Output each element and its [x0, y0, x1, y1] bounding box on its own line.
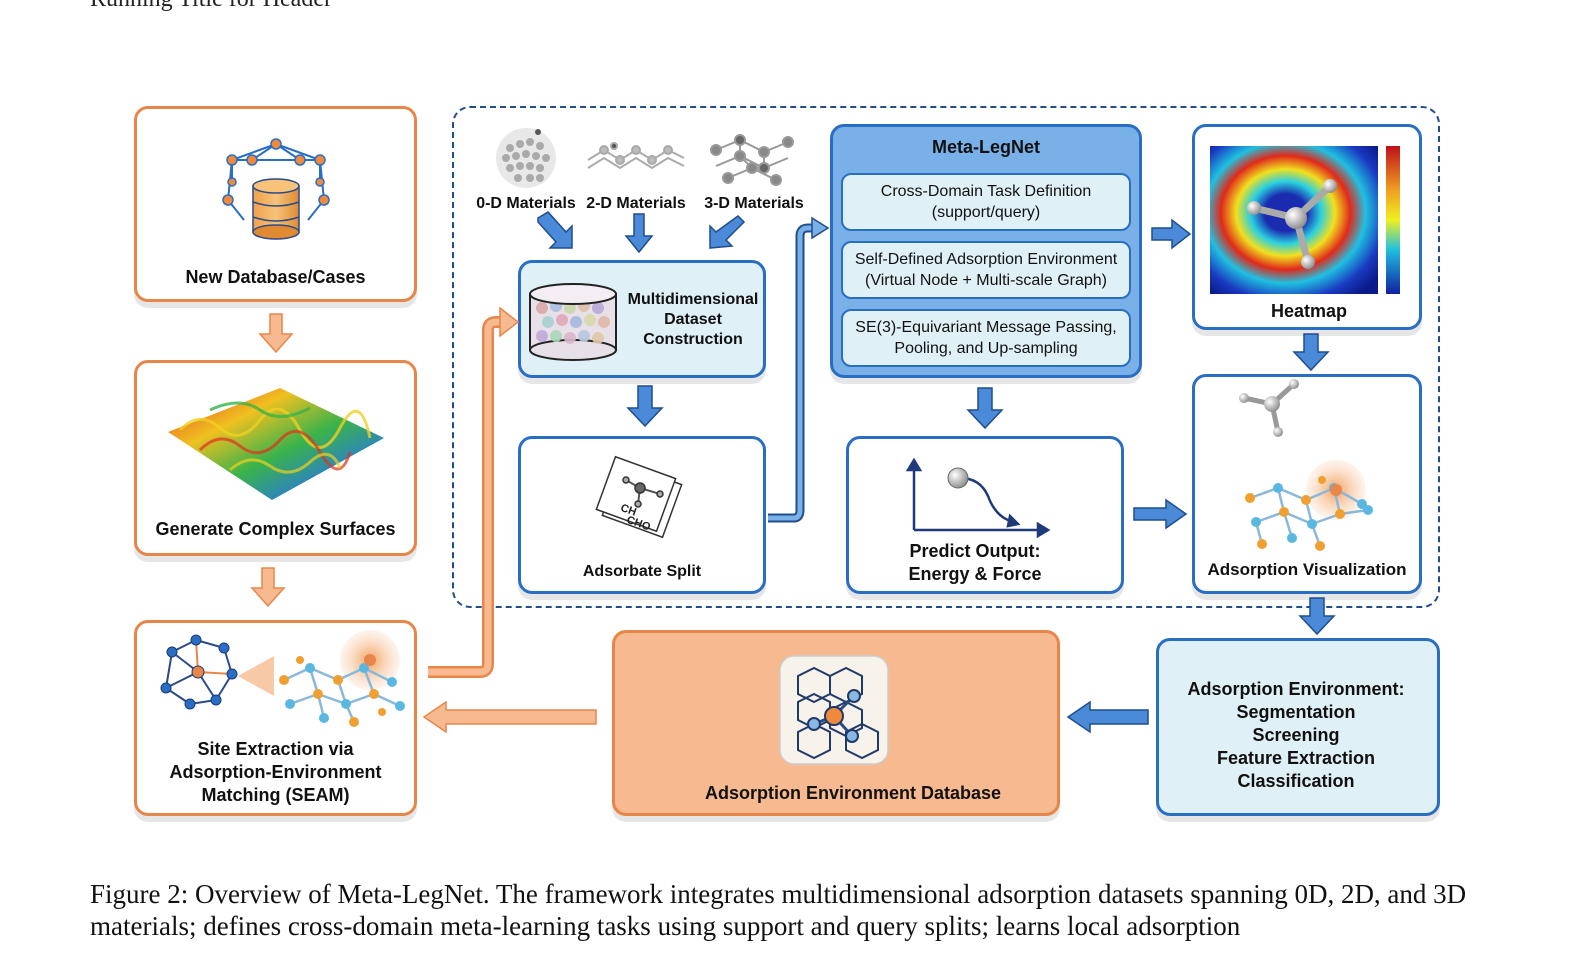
environment-line-2: Segmentation: [1236, 702, 1356, 722]
task-definition-line-1: Cross-Domain Task Definition: [880, 183, 1092, 200]
adsorbate-split-label: Adsorbate Split: [582, 563, 702, 580]
running-title: Running Title for Header: [90, 0, 332, 13]
arrow-predict-to-visualization: [1133, 498, 1188, 530]
connector-split-to-meta: [768, 223, 814, 523]
environment-line-3: Screening: [1252, 725, 1340, 745]
adsorption-environment-definition-box: Self-Defined Adsorption Environment (Vir…: [841, 241, 1131, 299]
task-definition-line-2: (support/query): [931, 204, 1041, 221]
figure-caption: Figure 2: Overview of Meta-LegNet. The f…: [90, 879, 1467, 941]
environment-definition-line-1: Self-Defined Adsorption Environment: [854, 251, 1118, 268]
adsorbate-split-icon: [595, 455, 683, 539]
materials-arrows: [537, 211, 746, 254]
dataset-label: Multidimensional Dataset Construction: [618, 290, 768, 350]
meta-learning-region: [452, 106, 1440, 608]
dataset-line-3: Construction: [643, 331, 743, 348]
material-0d-icon: [496, 128, 556, 188]
complex-surface-icon: [168, 388, 384, 500]
predict-line-1: Predict Output:: [909, 541, 1041, 561]
material-3d-icon: [710, 134, 794, 186]
message-passing-box: SE(3)-Equivariant Message Passing, Pooli…: [841, 309, 1131, 367]
meta-legnet-box: Meta-LegNet Cross-Domain Task Definition…: [830, 124, 1142, 378]
predict-output-box: [846, 436, 1124, 594]
meta-legnet-title: Meta-LegNet: [931, 137, 1040, 157]
arrow-database-to-surfaces: [258, 313, 294, 354]
message-passing-line-1: SE(3)-Equivariant Message Passing,: [855, 319, 1117, 336]
extraction-arrow-icon: [238, 656, 274, 696]
adsorption-environment-label: Adsorption Environment: Segmentation Scr…: [1156, 678, 1436, 793]
dataset-line-2: Dataset: [664, 311, 722, 328]
seam-line-1: Site Extraction via: [197, 739, 354, 759]
message-passing-line-2: Pooling, and Up-sampling: [894, 340, 1078, 357]
seam-label: Site Extraction via Adsorption-Environme…: [134, 738, 417, 807]
dataset-cylinder-icon: [529, 283, 617, 361]
arrow-meta-to-heatmap: [1151, 218, 1192, 250]
material-3d-label: 3-D Materials: [704, 195, 804, 212]
arrow-heatmap-to-visualization: [1292, 333, 1330, 372]
arrow-surfaces-to-seam: [250, 567, 286, 608]
energy-curve-icon: [905, 457, 1051, 539]
dataset-line-1: Multidimensional: [627, 291, 759, 308]
predict-output-label: Predict Output: Energy & Force: [846, 540, 1104, 586]
heatmap-image: [1210, 146, 1400, 294]
seam-line-2: Adsorption-Environment: [169, 762, 382, 782]
adsorbate-label-1: CH: [619, 502, 638, 519]
predict-line-2: Energy & Force: [908, 564, 1042, 584]
hexagon-network-icon: [779, 655, 889, 765]
database-cylinder-icon: [252, 178, 300, 240]
arrow-database-to-seam: [422, 700, 597, 734]
seam-line-3: Matching (SEAM): [201, 785, 350, 805]
material-2d-label: 2-D Materials: [586, 195, 686, 212]
adsorption-environment-box: [1156, 638, 1440, 816]
adsorbate-molecule-icon: [1239, 379, 1299, 437]
material-2d-icon: [587, 142, 685, 170]
environment-definition-line-2: (Virtual Node + Multi-scale Graph): [864, 272, 1108, 289]
environment-line-5: Classification: [1237, 771, 1355, 791]
arrow-visualization-to-environment: [1298, 597, 1336, 636]
arrow-environment-to-database: [1066, 700, 1149, 734]
environment-line-4: Feature Extraction: [1216, 748, 1376, 768]
new-database-label: New Database/Cases: [185, 267, 366, 287]
arrow-dataset-to-split: [626, 385, 664, 428]
task-definition-box: Cross-Domain Task Definition (support/qu…: [841, 173, 1131, 231]
arrow-meta-to-predict: [966, 387, 1004, 430]
heatmap-label: Heatmap: [1270, 301, 1348, 321]
adsorption-database-label: Adsorption Environment Database: [704, 783, 1002, 803]
connector-seam-to-dataset: [428, 316, 504, 678]
environment-line-1: Adsorption Environment:: [1187, 679, 1405, 699]
complex-surfaces-label: Generate Complex Surfaces: [155, 519, 396, 539]
material-0d-label: 0-D Materials: [476, 195, 576, 212]
adsorption-visualization-label: Adsorption Visualization: [1207, 560, 1407, 579]
